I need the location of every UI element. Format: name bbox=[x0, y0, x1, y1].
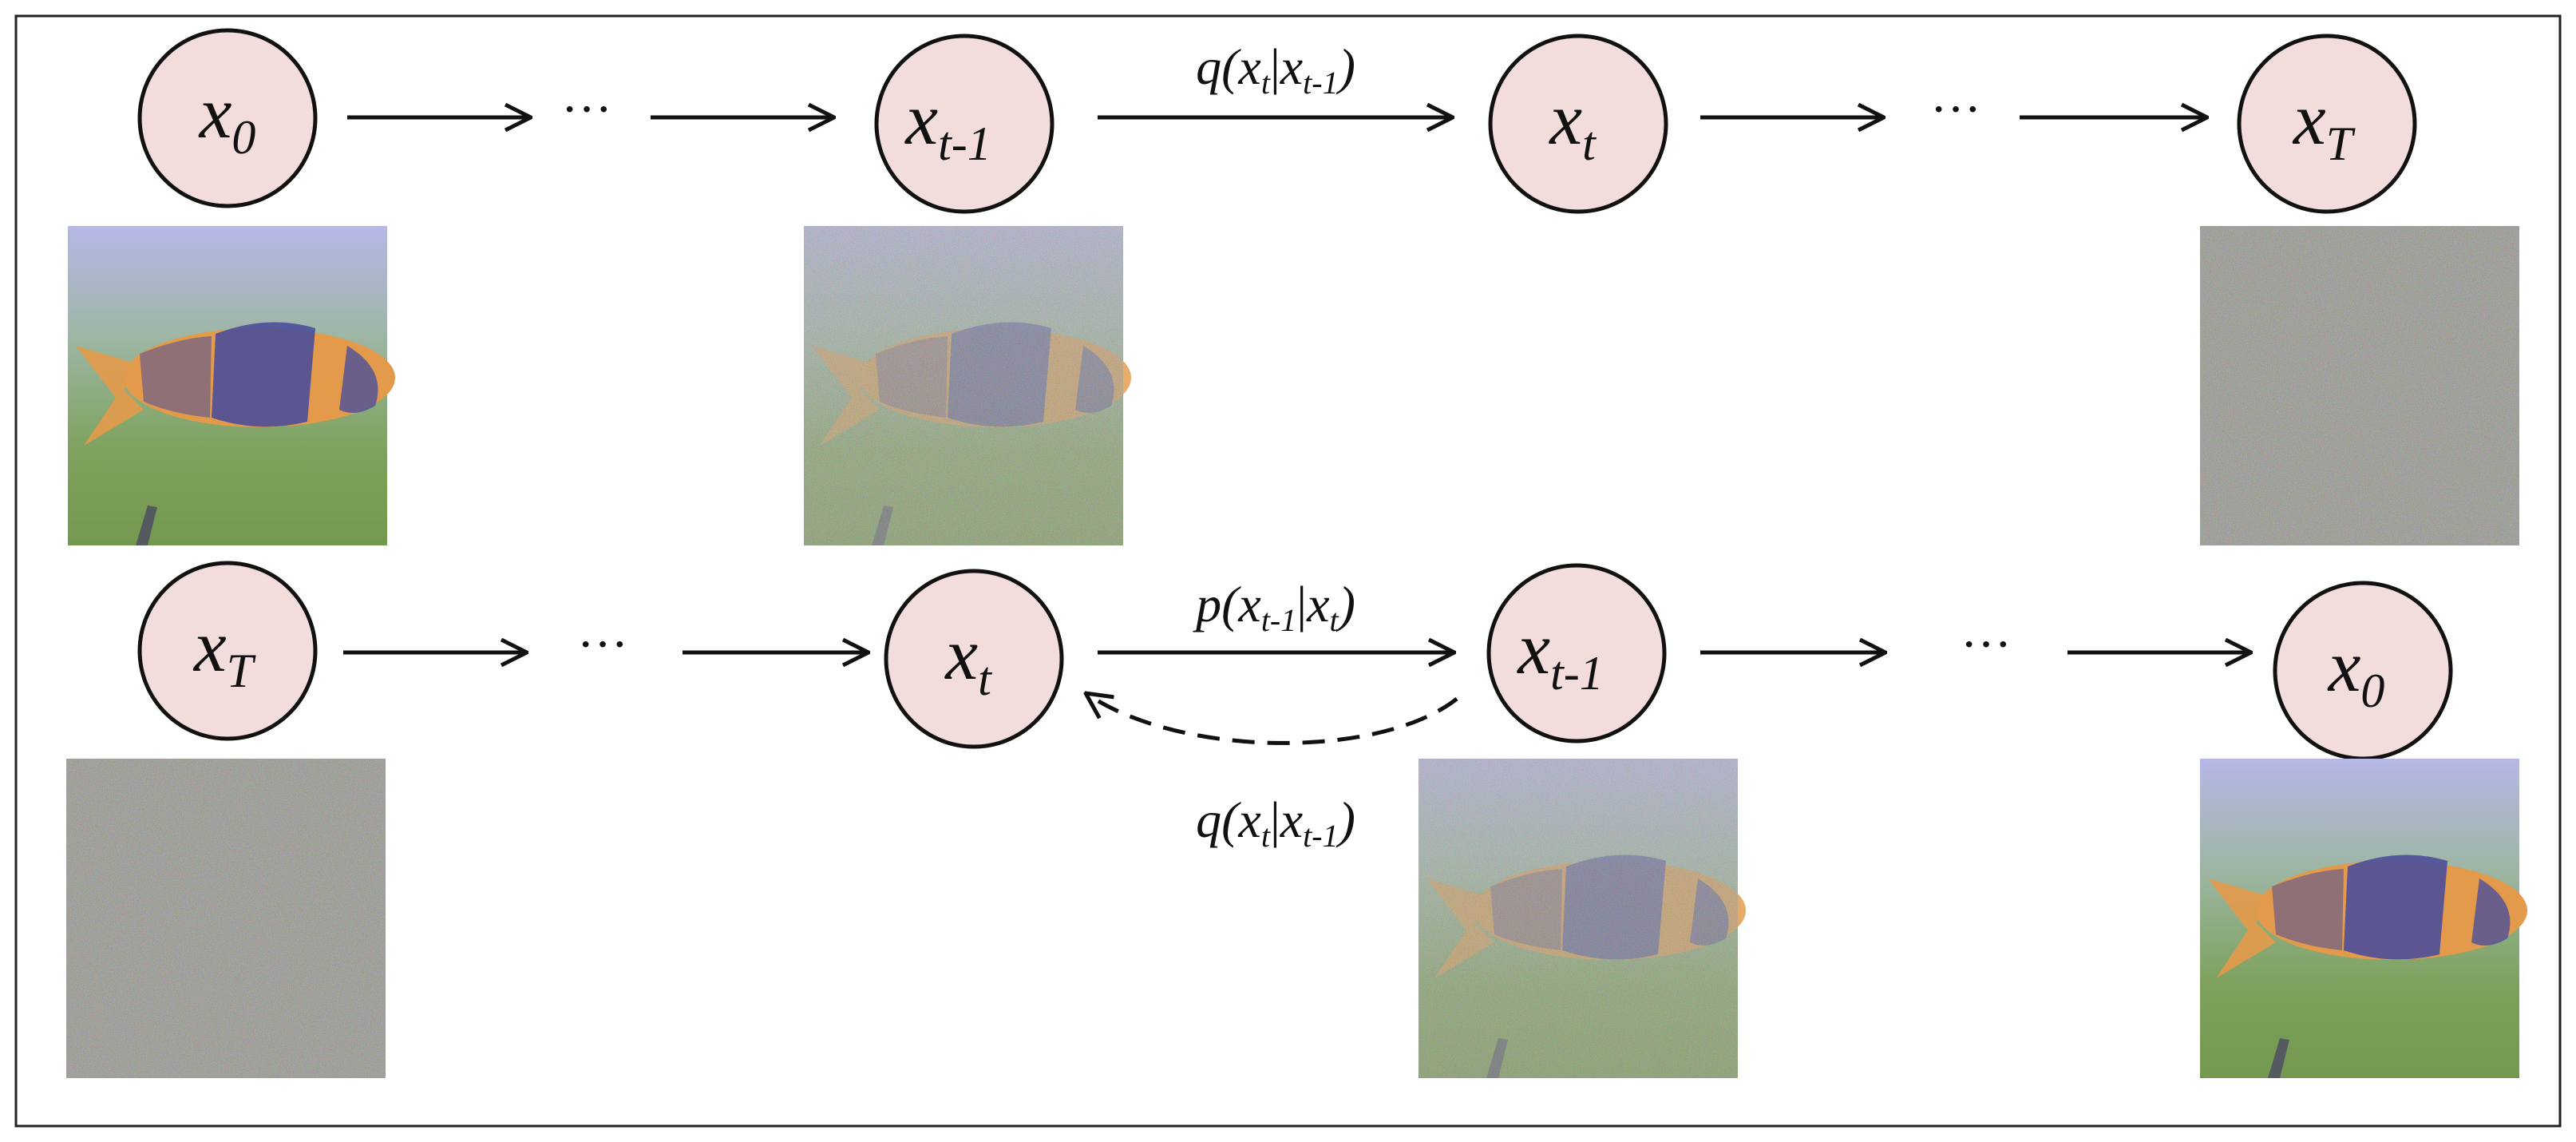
noise-haze bbox=[2200, 226, 2519, 545]
node-var: x bbox=[904, 78, 938, 160]
reverse-image-xt-1 bbox=[1419, 759, 1746, 1078]
noise-haze bbox=[804, 226, 1123, 545]
node-sub: T bbox=[227, 644, 256, 697]
svg-text:xT: xT bbox=[192, 605, 256, 697]
forward-node-xT: xT bbox=[2237, 34, 2417, 214]
reverse-node-xt-1: xt-1 bbox=[1486, 563, 1667, 743]
node-var: x bbox=[1516, 608, 1550, 689]
forward-image-x0 bbox=[68, 226, 395, 545]
reverse-process-row: xT ··· xt p(xt-1|xt) q(xt|xt-1) xt-1 bbox=[137, 561, 2453, 854]
node-var: x bbox=[1548, 78, 1582, 160]
svg-text:x0: x0 bbox=[2327, 625, 2385, 717]
node-sub: 0 bbox=[231, 111, 255, 164]
svg-text:x0: x0 bbox=[198, 72, 256, 164]
node-sub: t-1 bbox=[1550, 647, 1604, 700]
node-sub: t-1 bbox=[938, 117, 991, 170]
forward-node-xt-1: xt-1 bbox=[874, 34, 1055, 214]
fish-shape bbox=[2208, 855, 2527, 978]
node-var: x bbox=[198, 72, 232, 153]
reverse-image-x0 bbox=[2200, 759, 2527, 1078]
reverse-ellipsis-1: ··· bbox=[577, 616, 628, 672]
forward-image-xT bbox=[2200, 226, 2519, 545]
forward-node-x0: x0 bbox=[137, 28, 318, 208]
svg-text:xt-1: xt-1 bbox=[904, 78, 991, 170]
probe-shape bbox=[136, 506, 157, 545]
noise-haze bbox=[66, 759, 386, 1078]
forward-process-row: x0 ··· xt-1 q(xt|xt-1) xt ··· bbox=[137, 28, 2417, 214]
forward-node-xt: xt bbox=[1488, 34, 1668, 214]
svg-text:xt: xt bbox=[944, 613, 992, 705]
reverse-node-xT: xT bbox=[137, 561, 318, 741]
node-var: x bbox=[192, 605, 227, 687]
node-sub: t bbox=[1582, 117, 1597, 170]
forward-image-xt-1 bbox=[804, 226, 1131, 545]
reverse-dashed-label-q: q(xt|xt-1) bbox=[1196, 791, 1355, 854]
forward-ellipsis-2: ··· bbox=[1930, 81, 1981, 137]
reverse-edge-label-p: p(xt-1|xt) bbox=[1193, 576, 1355, 638]
noise-overlay bbox=[66, 759, 386, 1078]
probe-shape bbox=[2268, 1038, 2289, 1078]
node-sub: 0 bbox=[2360, 664, 2384, 717]
reverse-ellipsis-2: ··· bbox=[1961, 616, 2012, 672]
node-sub: t bbox=[978, 652, 992, 705]
noise-haze bbox=[1419, 759, 1738, 1078]
node-var: x bbox=[2292, 78, 2326, 160]
noise-overlay bbox=[804, 226, 1123, 545]
reverse-dashed-arrow-q bbox=[1086, 693, 1458, 745]
node-var: x bbox=[2327, 625, 2361, 707]
fish-shape bbox=[76, 322, 395, 446]
svg-text:xt: xt bbox=[1548, 78, 1597, 170]
node-sub: T bbox=[2326, 117, 2356, 170]
reverse-node-x0: x0 bbox=[2273, 581, 2453, 761]
forward-ellipsis-1: ··· bbox=[561, 81, 612, 137]
svg-text:xt-1: xt-1 bbox=[1516, 608, 1604, 700]
forward-edge-label-q: q(xt|xt-1) bbox=[1196, 38, 1355, 101]
diagram-border bbox=[14, 14, 2562, 1128]
reverse-node-xt: xt bbox=[884, 569, 1064, 749]
node-var: x bbox=[944, 613, 978, 695]
reverse-image-xT bbox=[66, 759, 386, 1078]
svg-text:xT: xT bbox=[2292, 78, 2356, 170]
noise-overlay bbox=[2200, 226, 2519, 545]
noise-overlay bbox=[1419, 759, 1738, 1078]
